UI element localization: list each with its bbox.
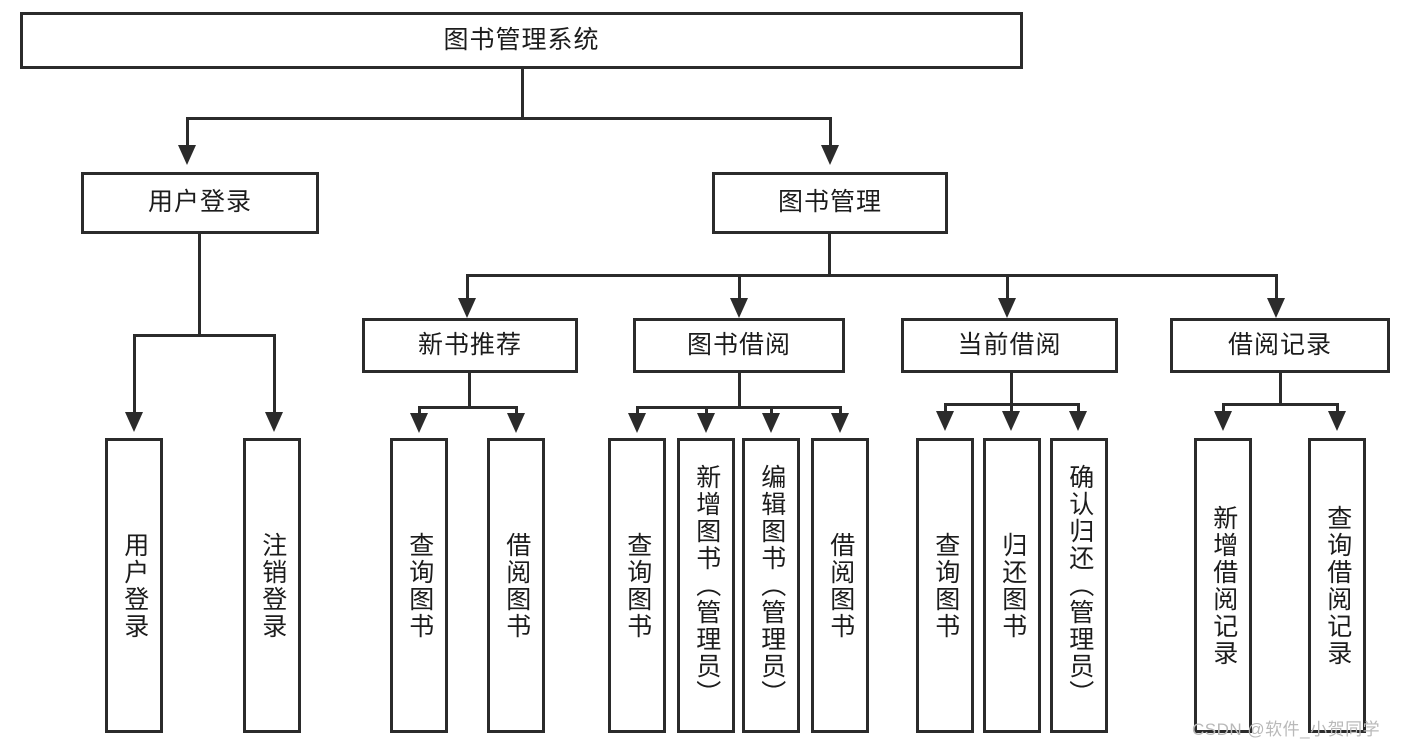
edge-root-bus: [186, 117, 832, 120]
edge-user-login-leaf2-drop: [273, 334, 276, 412]
leaf-record-add[interactable]: 新增借阅记录: [1194, 438, 1252, 733]
edge-lvl2-drop-2: [738, 274, 741, 300]
edge-current-borrow-drop-2: [1010, 403, 1013, 412]
arrow-to-new-book: [458, 298, 476, 318]
leaf-label: 注销登录: [258, 531, 287, 640]
arrow-to-logout-leaf: [265, 412, 283, 432]
leaf-new-book-borrow[interactable]: 借阅图书: [487, 438, 545, 733]
edge-root-down: [521, 69, 524, 119]
arrow-to-borrow-record-leaf-1: [1214, 411, 1232, 431]
arrow-to-current-borrow: [998, 298, 1016, 318]
edge-new-book-drop-2: [515, 406, 518, 414]
leaf-book-edit-admin[interactable]: 编辑图书（管理员）: [742, 438, 800, 733]
arrow-to-book-borrow-leaf-3: [762, 413, 780, 433]
edge-root-right-drop: [829, 117, 832, 145]
leaf-label: 归还图书: [998, 531, 1027, 640]
edge-user-login-down: [198, 234, 201, 336]
edge-lvl2-drop-4: [1275, 274, 1278, 300]
edge-borrow-record-drop-2: [1336, 403, 1339, 412]
node-user-login[interactable]: 用户登录: [81, 172, 319, 234]
edge-user-login-leaf1-drop: [133, 334, 136, 412]
edge-new-book-down: [468, 373, 471, 408]
arrow-to-user-login-leaf: [125, 412, 143, 432]
leaf-label: 确认归还（管理员）: [1065, 464, 1094, 707]
node-current-borrow[interactable]: 当前借阅: [901, 318, 1118, 373]
leaf-record-query[interactable]: 查询借阅记录: [1308, 438, 1366, 733]
node-new-book-recommend[interactable]: 新书推荐: [362, 318, 578, 373]
edge-book-manage-bus: [466, 274, 1278, 277]
edge-book-borrow-drop-3: [770, 406, 773, 414]
edge-current-borrow-down: [1010, 373, 1013, 405]
arrow-to-borrow-record-leaf-2: [1328, 411, 1346, 431]
edge-borrow-record-bus: [1222, 403, 1339, 406]
arrow-to-new-book-leaf-1: [410, 413, 428, 433]
edge-book-borrow-down: [738, 373, 741, 408]
arrow-to-book-borrow-leaf-1: [628, 413, 646, 433]
edge-book-borrow-drop-4: [839, 406, 842, 414]
edge-user-login-bus: [133, 334, 276, 337]
edge-current-borrow-drop-1: [944, 403, 947, 412]
leaf-current-return[interactable]: 归还图书: [983, 438, 1041, 733]
leaf-label: 查询图书: [623, 531, 652, 640]
leaf-user-login[interactable]: 用户登录: [105, 438, 163, 733]
leaf-book-add-admin[interactable]: 新增图书（管理员）: [677, 438, 735, 733]
leaf-new-book-query[interactable]: 查询图书: [390, 438, 448, 733]
leaf-current-query[interactable]: 查询图书: [916, 438, 974, 733]
arrow-to-book-borrow-leaf-4: [831, 413, 849, 433]
leaf-label: 新增图书（管理员）: [692, 464, 721, 707]
edge-book-borrow-drop-2: [705, 406, 708, 414]
arrow-to-borrow-record: [1267, 298, 1285, 318]
leaf-label: 新增借阅记录: [1209, 504, 1238, 667]
leaf-logout[interactable]: 注销登录: [243, 438, 301, 733]
leaf-current-confirm-return-admin[interactable]: 确认归还（管理员）: [1050, 438, 1108, 733]
node-borrow-record[interactable]: 借阅记录: [1170, 318, 1390, 373]
arrow-to-current-borrow-leaf-1: [936, 411, 954, 431]
edge-lvl2-drop-3: [1006, 274, 1009, 300]
leaf-label: 借阅图书: [826, 531, 855, 640]
leaf-label: 查询图书: [405, 531, 434, 640]
leaf-book-query[interactable]: 查询图书: [608, 438, 666, 733]
arrow-to-book-manage: [821, 145, 839, 165]
edge-book-manage-down: [828, 234, 831, 276]
edge-book-borrow-drop-1: [636, 406, 639, 414]
arrow-to-new-book-leaf-2: [507, 413, 525, 433]
arrow-to-current-borrow-leaf-2: [1002, 411, 1020, 431]
edge-new-book-bus: [418, 406, 518, 409]
edge-new-book-drop-1: [418, 406, 421, 414]
arrow-to-current-borrow-leaf-3: [1069, 411, 1087, 431]
leaf-label: 用户登录: [120, 531, 149, 640]
leaf-label: 查询借阅记录: [1323, 504, 1352, 667]
node-book-manage[interactable]: 图书管理: [712, 172, 948, 234]
arrow-to-book-borrow: [730, 298, 748, 318]
csdn-watermark: CSDN @软件_小贺同学: [1192, 720, 1381, 739]
leaf-label: 查询图书: [931, 531, 960, 640]
node-root-system[interactable]: 图书管理系统: [20, 12, 1023, 69]
arrow-to-book-borrow-leaf-2: [697, 413, 715, 433]
node-book-borrow[interactable]: 图书借阅: [633, 318, 845, 373]
edge-borrow-record-down: [1279, 373, 1282, 405]
leaf-book-borrow-action[interactable]: 借阅图书: [811, 438, 869, 733]
leaf-label: 借阅图书: [502, 531, 531, 640]
arrow-to-user-login: [178, 145, 196, 165]
edge-borrow-record-drop-1: [1222, 403, 1225, 412]
edge-lvl2-drop-1: [466, 274, 469, 300]
edge-book-borrow-bus: [636, 406, 842, 409]
edge-current-borrow-drop-3: [1077, 403, 1080, 412]
leaf-label: 编辑图书（管理员）: [757, 464, 786, 707]
edge-root-left-drop: [186, 117, 189, 145]
